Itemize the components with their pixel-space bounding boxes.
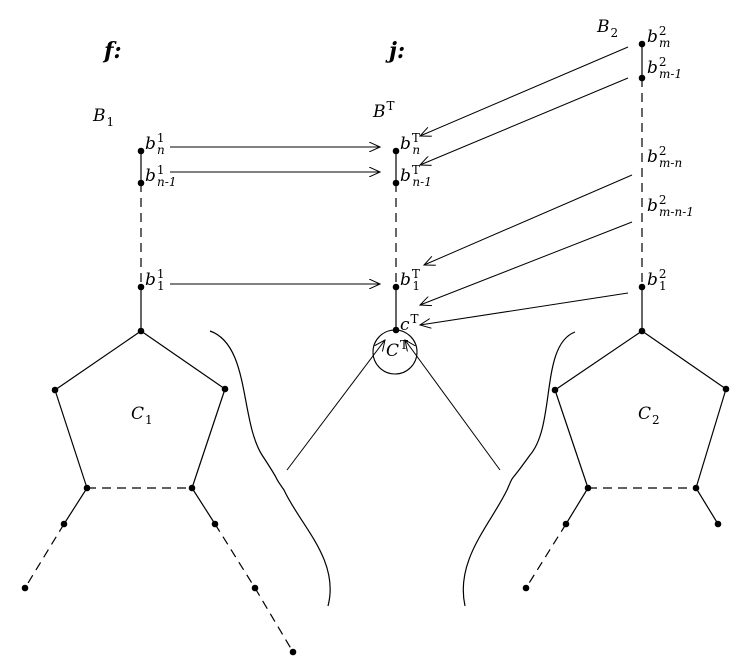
BT-sup: T xyxy=(387,99,395,113)
left-tree xyxy=(21,147,297,656)
CT-sup: T xyxy=(400,338,408,352)
b2mn-sub: m-n xyxy=(659,156,682,170)
C1-sub: 1 xyxy=(145,413,153,427)
label-B1: B1 xyxy=(92,106,114,129)
bT1-sub: 1 xyxy=(412,279,420,293)
CT-main: C xyxy=(386,341,399,361)
C1-main: C xyxy=(131,404,144,424)
b2mn-main: b xyxy=(647,147,658,167)
b2m-main: b xyxy=(647,27,658,47)
B1-sub: 1 xyxy=(107,115,115,129)
b1n-sub: n xyxy=(157,143,165,157)
b2mn1-main: b xyxy=(647,196,658,216)
C2-sub: 2 xyxy=(652,413,660,427)
bTn-main: b xyxy=(400,134,411,154)
b1n1-sub: n-1 xyxy=(157,175,176,189)
b11-sup: 1 xyxy=(157,267,165,281)
B2-sub: 2 xyxy=(611,26,619,40)
b2m1-sub: m-1 xyxy=(659,67,682,81)
cT-sup: T xyxy=(411,312,419,326)
left-wavy-curve xyxy=(209,330,331,607)
b2m-sub: m xyxy=(659,36,670,50)
b2mn1-sub: m-n-1 xyxy=(659,205,694,219)
right-wavy-curve xyxy=(462,331,576,607)
bTn1-sup: T xyxy=(412,163,420,177)
label-C1: C1 xyxy=(131,404,153,427)
b2m1-sup: 2 xyxy=(659,55,667,69)
bTn1-main: b xyxy=(400,166,411,186)
b1n1-main: b xyxy=(145,166,156,186)
bT1-sup: T xyxy=(412,267,420,281)
middle-tree xyxy=(286,147,501,471)
label-cT: cT xyxy=(400,312,419,335)
b21-sup: 2 xyxy=(659,267,667,281)
right-tree xyxy=(522,40,730,592)
label-B2: B2 xyxy=(596,17,618,40)
b1n1-sup: 1 xyxy=(157,163,165,177)
bTn-sup: T xyxy=(412,131,420,145)
cT-main: c xyxy=(400,315,410,335)
bT1-main: b xyxy=(400,270,411,290)
B2-main: B xyxy=(596,17,610,37)
b2m1-main: b xyxy=(647,58,658,78)
C2-main: C xyxy=(638,404,651,424)
b11-sub: 1 xyxy=(157,279,165,293)
b21-main: b xyxy=(647,270,658,290)
title-f: f: xyxy=(102,38,122,64)
b1n-main: b xyxy=(145,134,156,154)
B1-main: B xyxy=(92,106,106,126)
label-BT: BT xyxy=(372,99,395,122)
b11-main: b xyxy=(145,270,156,290)
b2m-sup: 2 xyxy=(659,24,667,38)
b2mn1-sup: 2 xyxy=(659,193,667,207)
b1n-sup: 1 xyxy=(157,131,165,145)
label-C2: C2 xyxy=(638,404,660,427)
label-CT: CT xyxy=(386,338,408,361)
bTn1-sub: n-1 xyxy=(412,175,431,189)
b2mn-sup: 2 xyxy=(659,144,667,158)
title-j: j: xyxy=(385,38,405,64)
BT-main: B xyxy=(372,102,386,122)
bTn-sub: n xyxy=(412,143,420,157)
b21-sub: 1 xyxy=(659,279,667,293)
